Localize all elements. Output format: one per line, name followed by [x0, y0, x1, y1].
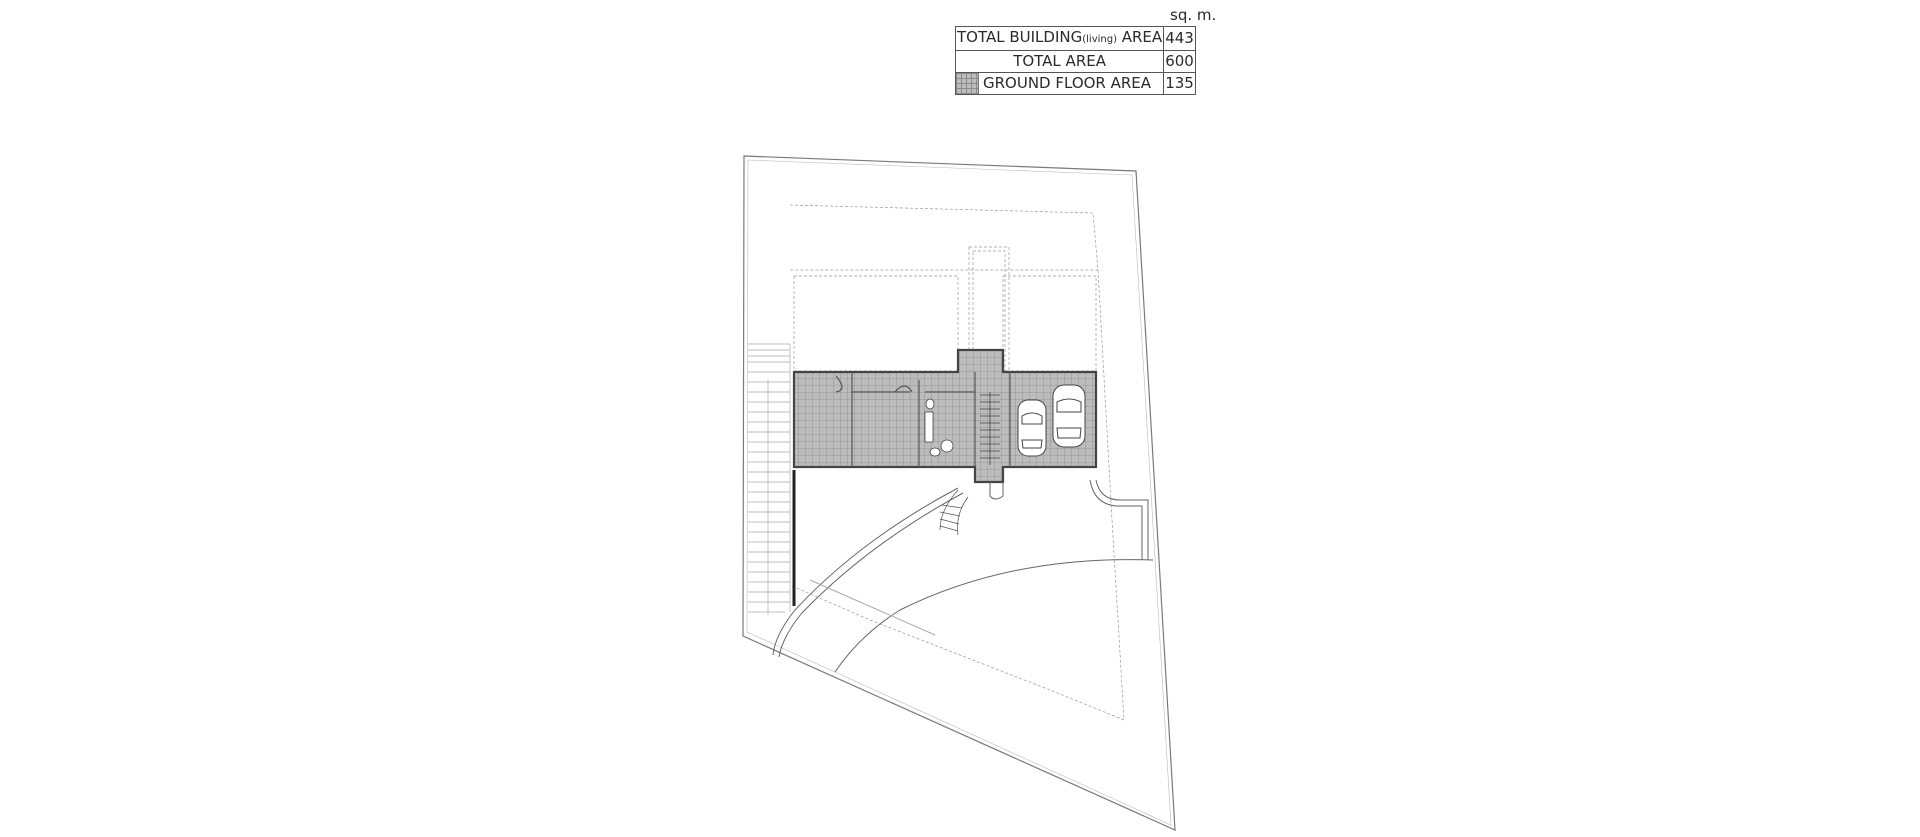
row-label: GROUND FLOOR AREA [954, 72, 1165, 95]
row-label: TOTAL BUILDING(living) AREA [954, 26, 1165, 51]
car-icon [1017, 399, 1047, 457]
row-value: 600 [1163, 50, 1196, 73]
plot-boundary [742, 155, 1176, 831]
garage-cars [1017, 384, 1086, 457]
upper-floor-outline [789, 204, 1125, 721]
entrance-stairs [939, 489, 969, 536]
row-label-small: (living) [1082, 34, 1117, 45]
area-table: TOTAL BUILDING(living) AREA 443 TOTAL AR… [954, 26, 1196, 95]
row-label-text: TOTAL BUILDING [957, 28, 1083, 46]
row-label-text: GROUND FLOOR AREA [983, 74, 1152, 92]
car-icon [1052, 384, 1086, 448]
table-row: TOTAL BUILDING(living) AREA 443 [954, 26, 1196, 51]
side-stairs [748, 343, 791, 615]
unit-label: sq. m. [1170, 6, 1217, 24]
building-footprint [792, 348, 1098, 484]
ground-floor-swatch [956, 73, 979, 94]
row-value: 443 [1163, 26, 1196, 51]
table-row: GROUND FLOOR AREA 135 [954, 72, 1196, 95]
curved-driveway [772, 479, 1154, 673]
row-value: 135 [1163, 72, 1196, 95]
row-label-suffix: AREA [1116, 28, 1163, 46]
